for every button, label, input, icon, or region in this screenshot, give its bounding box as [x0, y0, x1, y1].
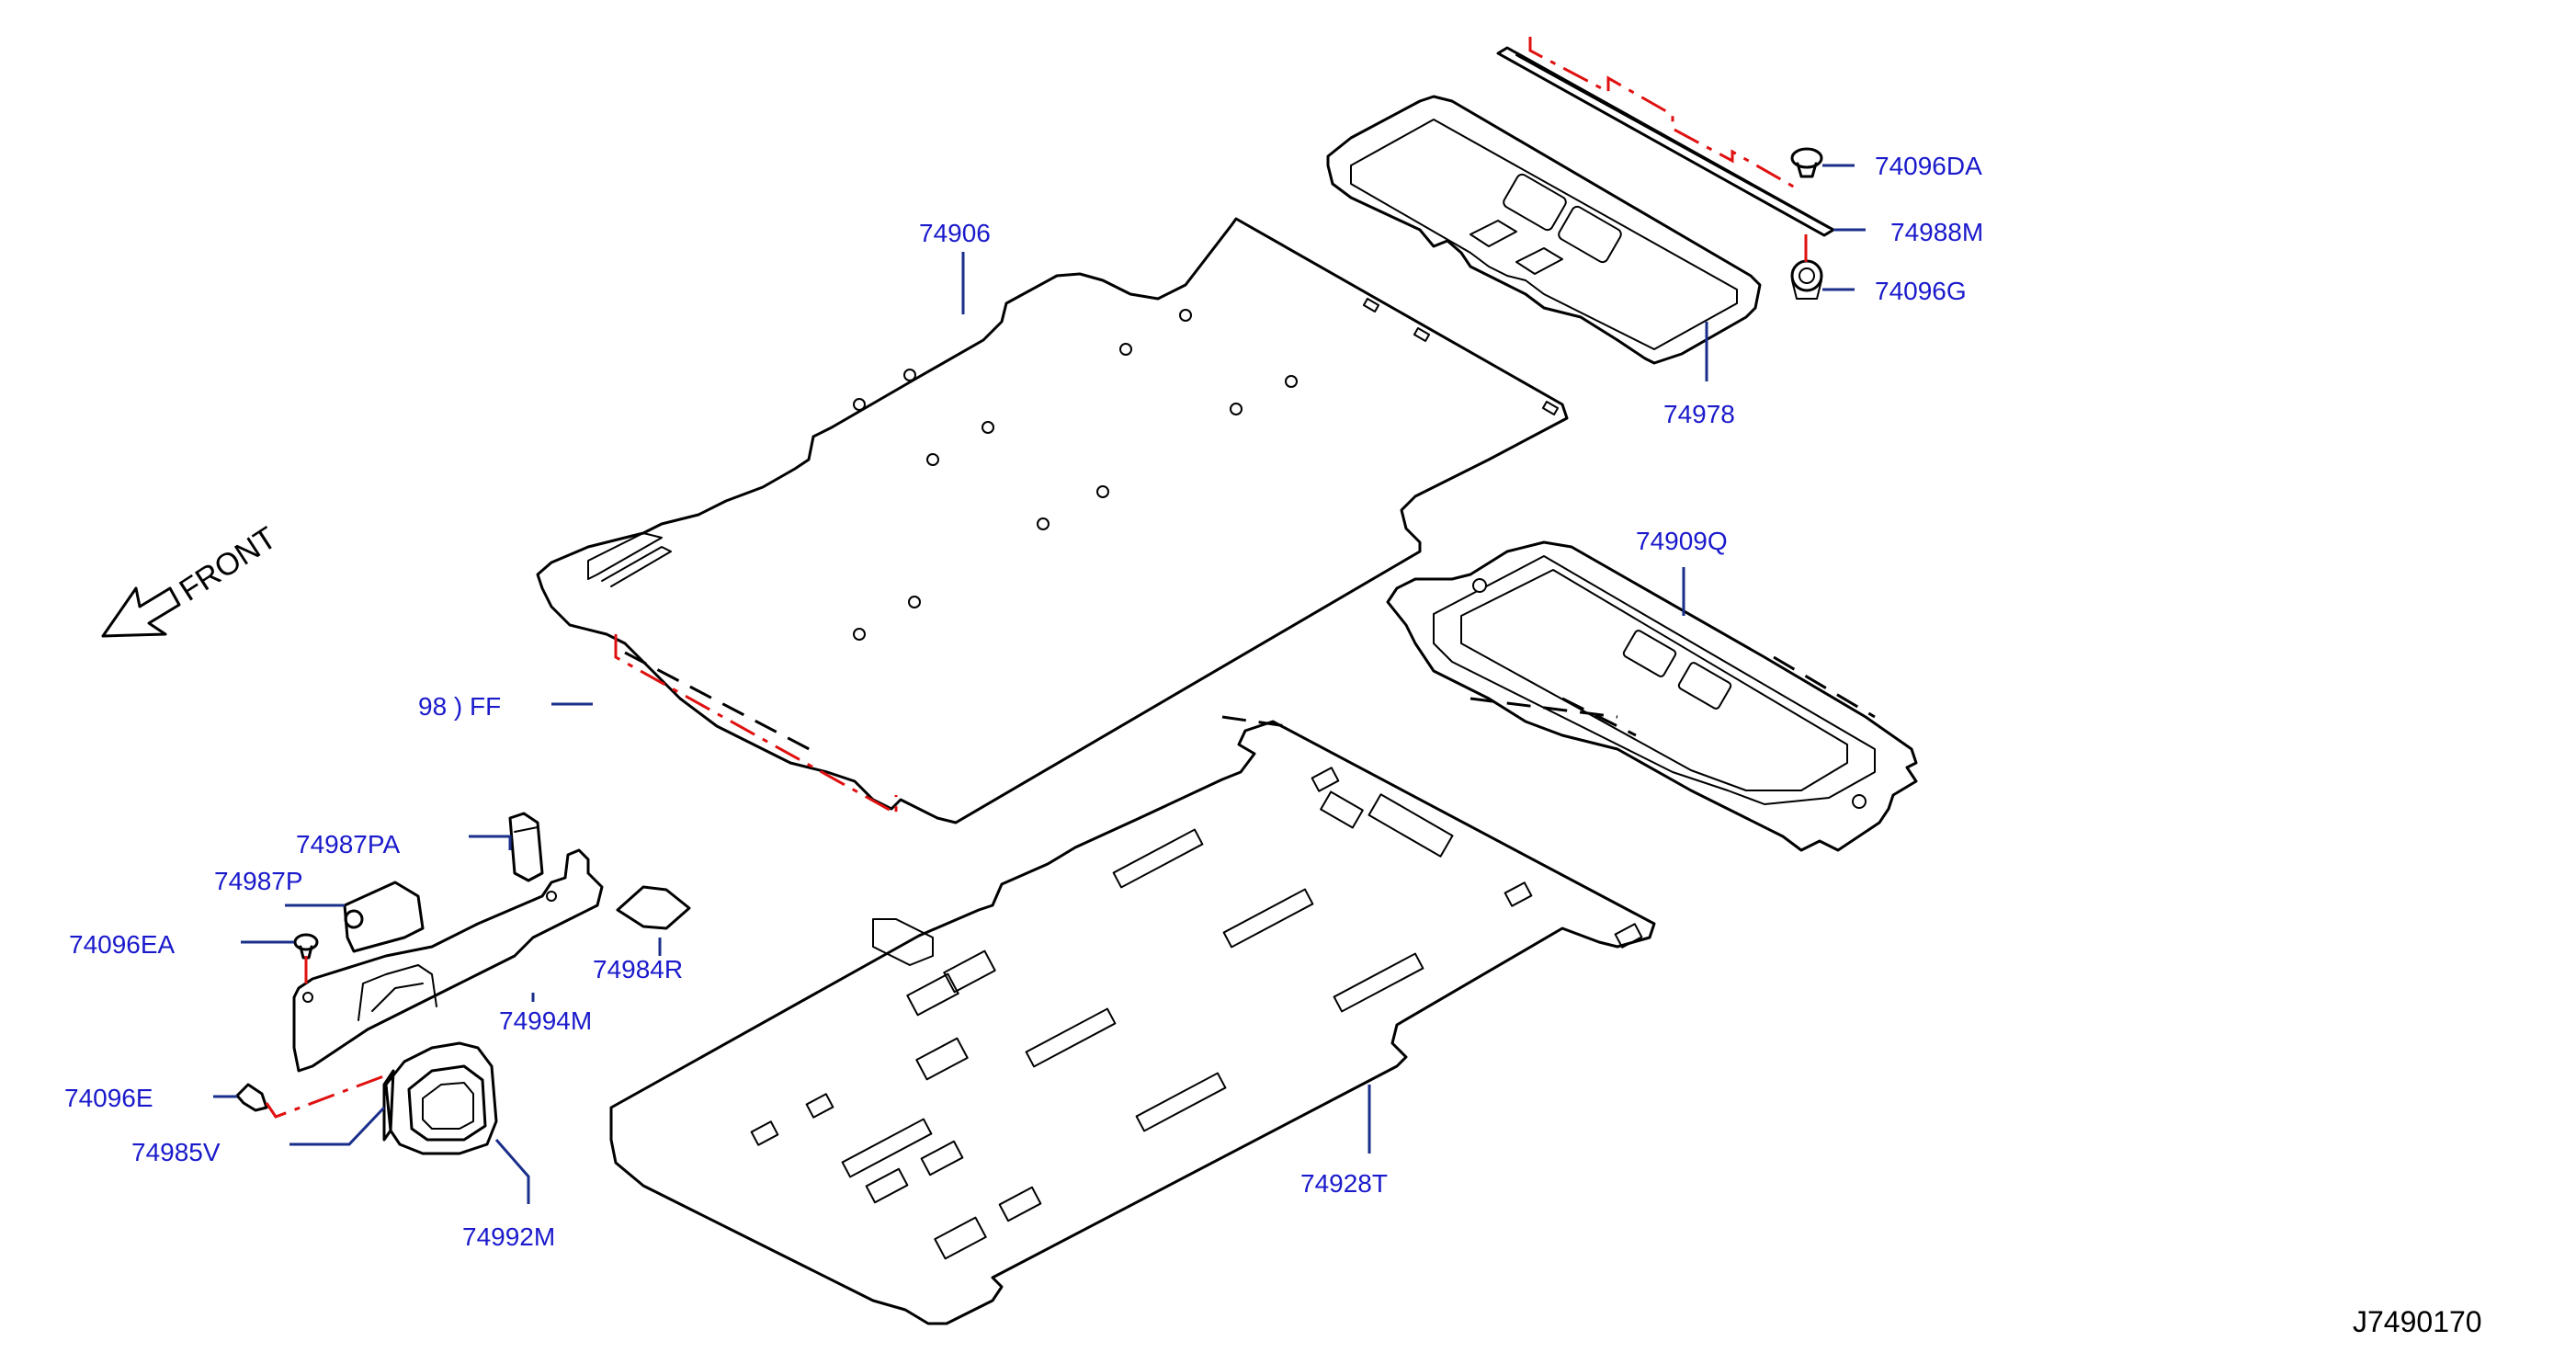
clip-74096E — [235, 1083, 268, 1112]
leader-lines — [213, 164, 1866, 1204]
callout-74984R: 74984R — [593, 955, 683, 983]
callout-74985V: 74985V — [131, 1138, 221, 1166]
callout-labels: 74906 74978 74096DA 74988M 74096G 74909Q… — [64, 152, 1983, 1251]
callout-74096DA: 74096DA — [1875, 152, 1982, 180]
callout-74096E: 74096E — [64, 1084, 153, 1112]
rear-tray-74909Q — [1386, 540, 1918, 852]
callout-74994M: 74994M — [499, 1006, 592, 1035]
callout-74909Q: 74909Q — [1636, 527, 1728, 555]
front-label: FRONT — [174, 520, 283, 608]
rear-panel-74978 — [1326, 95, 1762, 365]
bracket-74987P — [343, 881, 425, 953]
callout-74906: 74906 — [919, 219, 991, 247]
clip-74096DA — [1790, 147, 1823, 178]
strip-74988M — [1496, 46, 1835, 237]
floor-mat-74928T — [609, 720, 1656, 1325]
duct-cover-74992M — [384, 1041, 498, 1155]
clip-74096G — [1790, 259, 1823, 300]
floor-panel-74906 — [536, 217, 1569, 824]
callout-partial: 98 ) FF — [418, 692, 501, 721]
callout-74987PA: 74987PA — [296, 830, 400, 858]
pad-74984R — [616, 885, 691, 930]
reference-code: J7490170 — [2353, 1305, 2482, 1338]
front-arrow-icon: FRONT — [101, 520, 283, 638]
bracket-74987PA — [508, 812, 544, 882]
duct-74994M — [292, 848, 604, 1073]
callout-74992M: 74992M — [462, 1222, 555, 1251]
callout-74096EA: 74096EA — [69, 930, 176, 959]
callout-74978: 74978 — [1663, 400, 1735, 428]
centerlines — [265, 37, 1808, 1119]
callout-74988M: 74988M — [1890, 218, 1983, 246]
callout-74987P: 74987P — [214, 867, 303, 895]
callout-74096G: 74096G — [1875, 277, 1967, 305]
clip-74096EA — [293, 933, 319, 960]
callout-74928T: 74928T — [1300, 1169, 1388, 1198]
